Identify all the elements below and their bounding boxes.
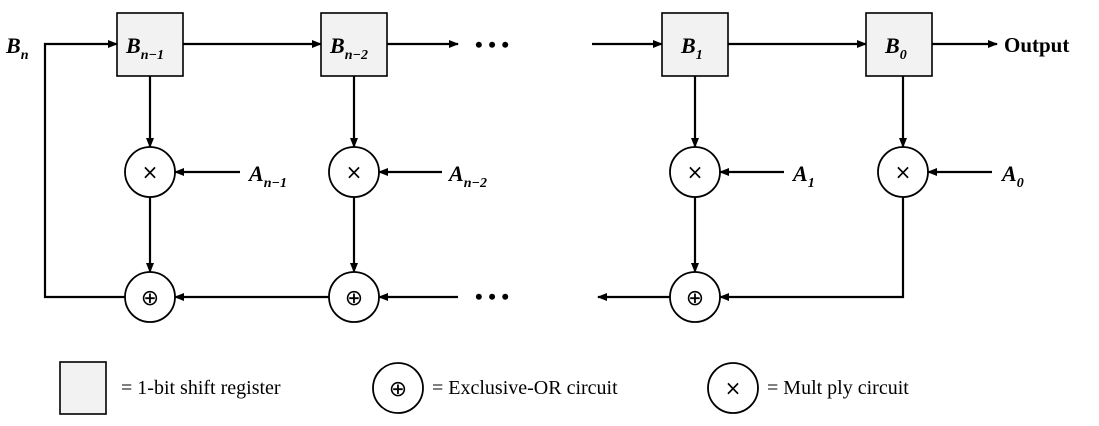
wire-feedback-bn [43, 42, 125, 299]
input-a-1-label: A1 [791, 161, 815, 191]
multiply-icon: × [895, 160, 912, 184]
register-b-0 [865, 12, 933, 77]
register-b-0-label: B0 [884, 33, 907, 63]
multiply-icon: × [687, 160, 704, 184]
legend-xor-swatch [372, 362, 424, 414]
register-b-1-label: B1 [680, 33, 703, 63]
xor-icon: ⊕ [345, 286, 363, 311]
wire-mult0-down [862, 197, 905, 299]
legend-shift-register-text: = 1-bit shift register [121, 377, 281, 399]
ellipsis-top: • • • [475, 32, 509, 57]
legend-multiply-text: = Mult ply circuit [767, 377, 909, 399]
multiply-icon: × [346, 160, 363, 184]
register-b-n-minus-2-label: Bn−2 [329, 33, 368, 63]
legend-multiply-swatch [707, 362, 759, 414]
input-a-0-label: A0 [1000, 161, 1024, 191]
output-label: Output [1004, 33, 1069, 57]
ellipsis-bottom: • • • [475, 284, 509, 309]
register-b-n-minus-2 [320, 12, 388, 77]
legend-xor-text: = Exclusive-OR circuit [432, 377, 618, 399]
legend-register-swatch [59, 361, 107, 415]
input-a-n-minus-2-label: An−2 [447, 161, 487, 191]
multiply-icon: × [725, 376, 742, 400]
xor-icon: ⊕ [389, 377, 407, 402]
xor-icon: ⊕ [686, 286, 704, 311]
register-b-1 [661, 12, 729, 77]
xor-icon: ⊕ [141, 286, 159, 311]
register-b-n-minus-1-label: Bn−1 [125, 33, 164, 63]
multiply-icon: × [142, 160, 159, 184]
input-a-n-minus-1-label: An−1 [247, 161, 287, 191]
input-b-n-label: Bn [5, 33, 29, 63]
